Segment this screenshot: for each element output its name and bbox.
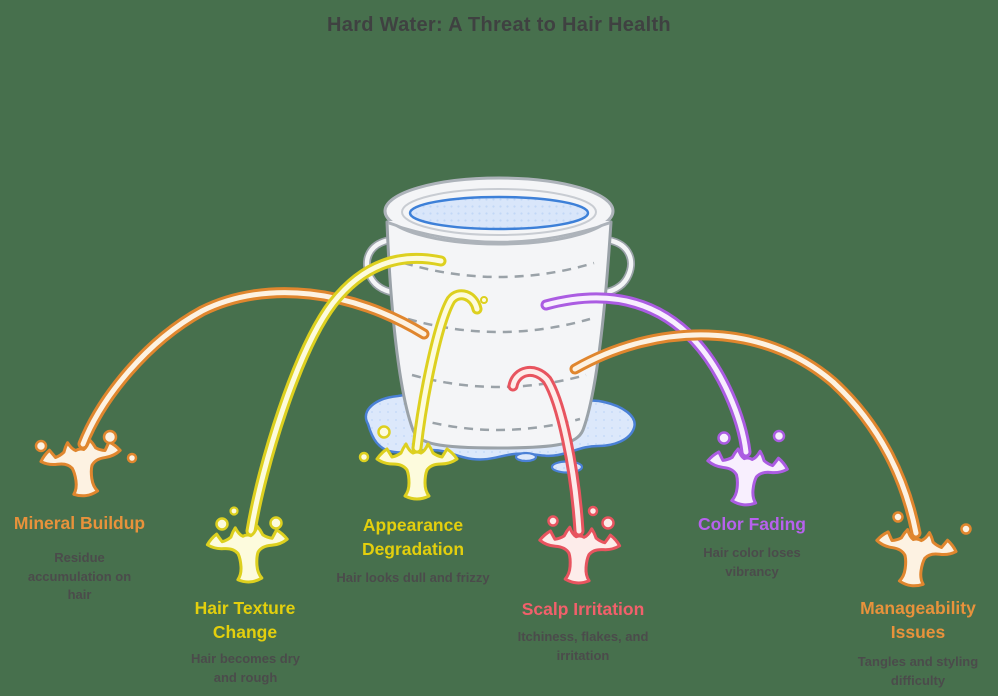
splash-scalp-irritation [537,505,621,586]
splash-color-fading [703,429,789,509]
splash-manageability-issues [871,511,972,592]
stream-mineral-buildup [77,287,430,450]
desc-hair-texture-change: Hair becomes dry and rough [190,651,301,685]
label-scalp-irritation: Scalp Irritation [521,599,645,619]
water-surface [408,195,590,231]
bucket-handle-left [363,236,401,297]
label-manageability-issues: Manageability Issues [860,598,976,642]
label-hair-texture-change: Hair Texture Change [194,598,296,642]
desc-mineral-buildup: Residue accumulation on hair [27,550,132,602]
bucket [363,176,635,450]
stream-manageability-issues [569,329,922,539]
stream-hair-texture-change [245,252,447,537]
label-mineral-buildup: Mineral Buildup [13,513,146,533]
page-title: Hard Water: A Threat to Hair Health [327,14,671,36]
splash-appearance-degradation [358,296,488,499]
desc-scalp-irritation: Itchiness, flakes, and irritation [517,629,649,663]
desc-appearance-degradation: Hair looks dull and frizzy [336,570,490,585]
desc-color-fading: Hair color loses vibrancy [703,545,801,579]
splash-hair-texture-change [206,506,290,585]
desc-manageability-issues: Tangles and styling difficulty [857,654,979,688]
label-color-fading: Color Fading [698,514,806,534]
splash-mineral-buildup [34,429,138,502]
bucket-handle-right [597,236,635,297]
label-appearance-degradation: Appearance Degradation [361,515,465,559]
stream-appearance-degradation [411,289,483,454]
stream-scalp-irritation [507,366,585,537]
